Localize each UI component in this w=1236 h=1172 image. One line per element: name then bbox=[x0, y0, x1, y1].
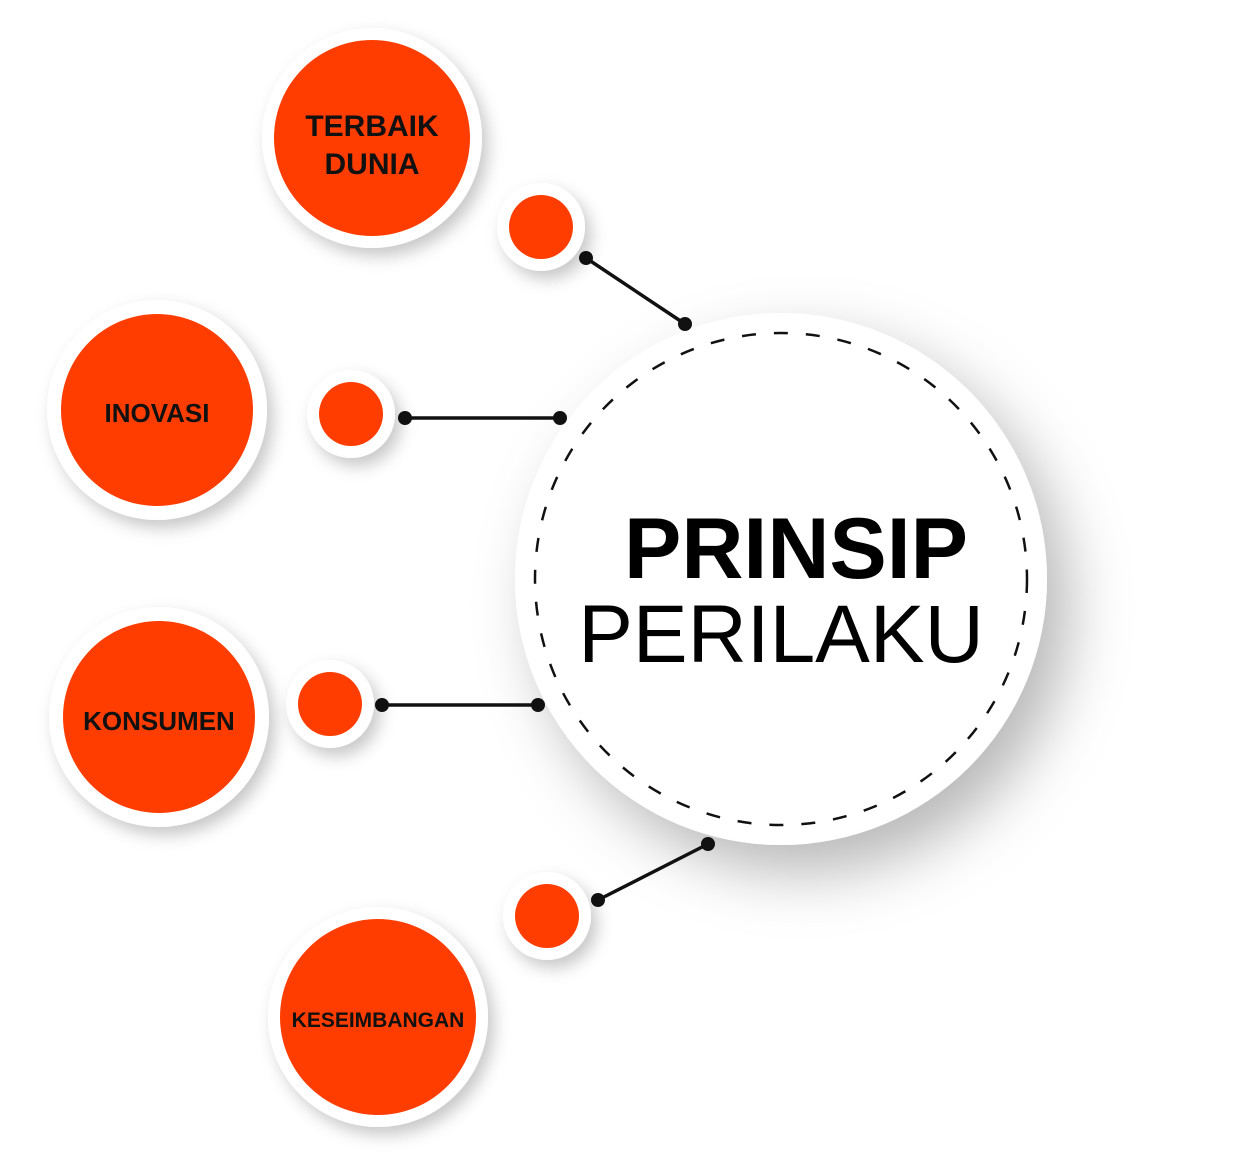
node-terbaik-dunia-label-line1: TERBAIK bbox=[305, 110, 439, 143]
connector-endpoint-konsumen-node bbox=[375, 698, 389, 712]
node-inovasi: INOVASI bbox=[47, 300, 267, 520]
center-hub: PRINSIP PERILAKU bbox=[515, 313, 1047, 845]
small-dot-keseimbangan bbox=[503, 872, 591, 960]
center-dashed-ring bbox=[533, 331, 1029, 827]
node-terbaik-dunia: TERBAIK DUNIA bbox=[262, 28, 482, 248]
connector-line-terbaik-dunia bbox=[585, 256, 686, 326]
connector-endpoint-konsumen-hub bbox=[531, 698, 545, 712]
connector-endpoint-inovasi-node bbox=[398, 411, 412, 425]
node-terbaik-dunia-label-line2: DUNIA bbox=[325, 148, 420, 181]
node-konsumen-label: KONSUMEN bbox=[83, 706, 235, 736]
node-keseimbangan-label: KESEIMBANGAN bbox=[292, 1009, 465, 1032]
node-konsumen: KONSUMEN bbox=[49, 607, 269, 827]
connector-endpoint-keseimbangan-hub bbox=[701, 837, 715, 851]
principle-nodes: TERBAIK DUNIA INOVASI KONSUMEN KESEIMBAN… bbox=[47, 28, 488, 1127]
connector-line-keseimbangan bbox=[597, 842, 709, 902]
small-dot-konsumen bbox=[286, 660, 374, 748]
connector-endpoint-terbaik-dunia-node bbox=[579, 251, 593, 265]
center-title-line1: PRINSIP bbox=[624, 501, 968, 597]
connector-endpoint-inovasi-hub bbox=[553, 411, 567, 425]
connectors bbox=[375, 251, 715, 907]
node-inovasi-label: INOVASI bbox=[105, 398, 210, 428]
center-title-line2: PERILAKU bbox=[578, 589, 984, 680]
node-keseimbangan: KESEIMBANGAN bbox=[268, 907, 488, 1127]
small-dot-terbaik-dunia bbox=[497, 183, 585, 271]
connector-endpoint-terbaik-dunia-hub bbox=[678, 317, 692, 331]
connector-endpoint-keseimbangan-node bbox=[591, 893, 605, 907]
small-dots bbox=[286, 183, 591, 960]
small-dot-inovasi bbox=[307, 370, 395, 458]
center-circle bbox=[515, 313, 1047, 845]
